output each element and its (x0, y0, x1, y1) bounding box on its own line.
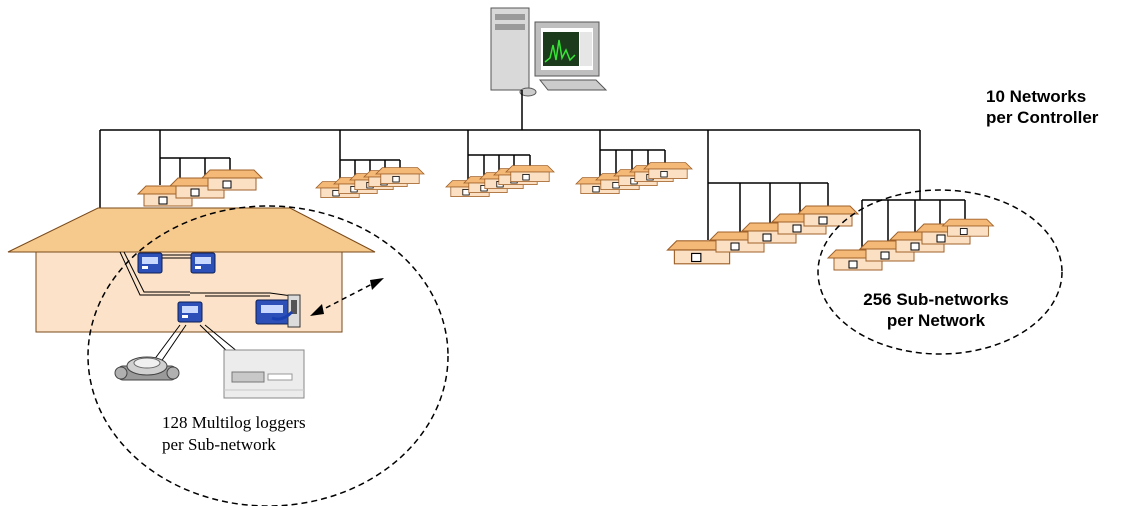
house-icon (375, 167, 425, 185)
electricity-meter-icon (223, 349, 305, 399)
label-line: per Sub-network (162, 435, 276, 454)
label-line: 256 Sub-networks (863, 290, 1009, 309)
label-line: 128 Multilog loggers (162, 413, 306, 432)
logger-icon (137, 252, 163, 274)
controller-computer-icon (490, 7, 608, 97)
label-line: per Controller (986, 108, 1099, 127)
gateway-logger-icon (255, 294, 301, 328)
house-icon (643, 162, 693, 180)
house-icon (942, 218, 994, 237)
house-icon (505, 165, 555, 182)
link-arrow (310, 278, 384, 316)
logger-icon (177, 301, 203, 323)
label-line: 10 Networks (986, 87, 1087, 106)
house-icon (201, 169, 263, 191)
water-meter-icon (114, 356, 180, 381)
network-boundary (817, 189, 1063, 355)
logger-icon (190, 252, 216, 274)
label-line: per Network (886, 311, 986, 330)
subnetwork-boundary (87, 205, 449, 506)
subnetworks-per-network-label: 256 Sub-networks per Network (818, 289, 1054, 331)
house-icon (797, 205, 859, 227)
network-bus (99, 90, 921, 215)
networks-per-controller-label: 10 Networks per Controller (986, 86, 1098, 128)
loggers-per-subnetwork-label: 128 Multilog loggers per Sub-network (162, 412, 306, 456)
